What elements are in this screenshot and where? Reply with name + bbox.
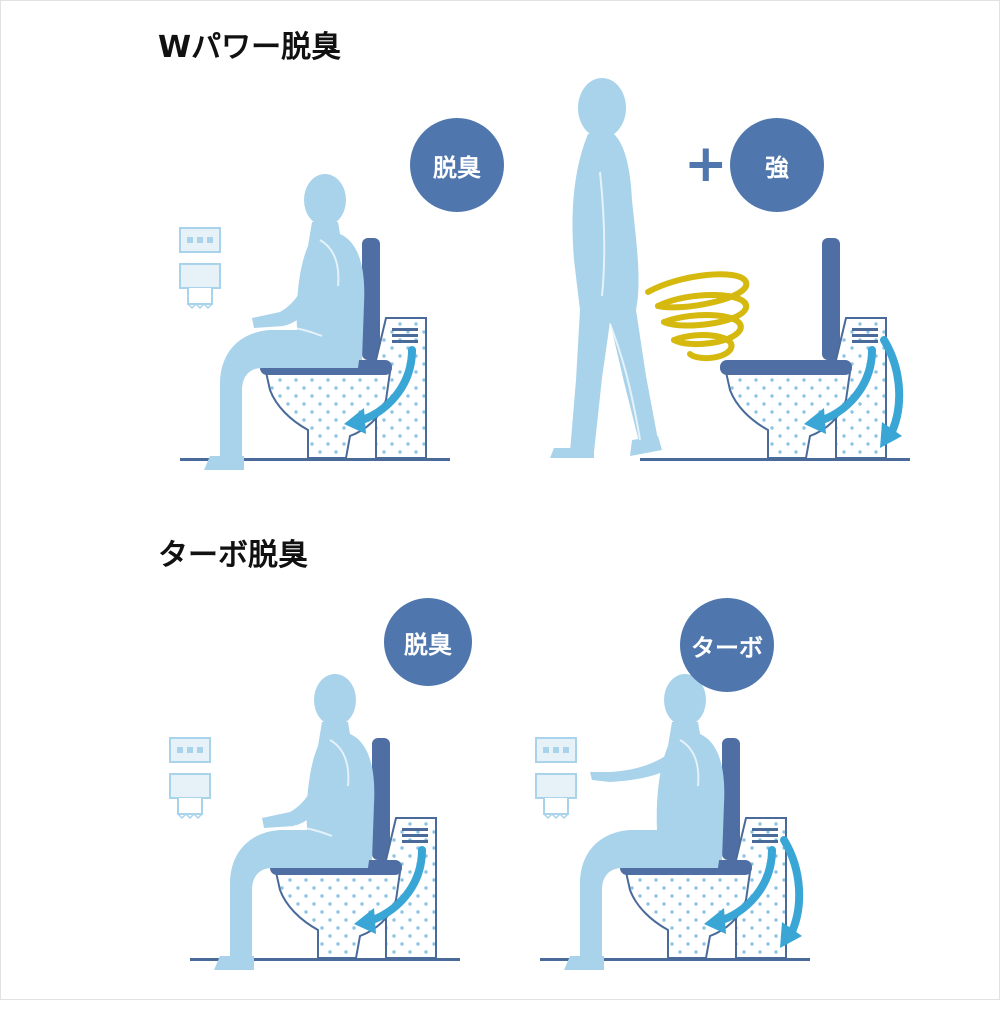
badge-label: 強 xyxy=(765,153,789,182)
illustration-seated-turbo xyxy=(535,674,811,970)
illustration-standing-strong-deodorize xyxy=(550,78,911,462)
scene-turbo-seated xyxy=(530,660,850,1020)
badge-label: 脱臭 xyxy=(404,630,452,659)
section-title-turbo-deodorize: ターボ脱臭 xyxy=(158,538,308,573)
section-title-w-power-deodorize: Wパワー脱臭 xyxy=(158,30,342,65)
control-panel-icon xyxy=(535,737,577,819)
standing-person-icon xyxy=(550,78,662,458)
scene-deodorize-seated-2 xyxy=(160,660,480,1020)
seated-person-pointing-icon xyxy=(564,674,725,970)
badge-label: 脱臭 xyxy=(433,153,481,182)
scene-strong-deodorize-standing xyxy=(540,60,911,480)
control-panel-icon xyxy=(179,227,221,309)
badge-turbo: ターボ xyxy=(680,598,774,692)
control-panel-icon xyxy=(169,737,211,819)
illustration-seated-deodorize-2 xyxy=(169,673,461,971)
badge-strong: 強 xyxy=(730,118,824,212)
badge-deodorize: 脱臭 xyxy=(410,118,504,212)
odor-swirl-icon xyxy=(645,271,750,362)
badge-label: ターボ xyxy=(691,633,763,662)
plus-icon: + xyxy=(684,134,728,194)
badge-deodorize-2: 脱臭 xyxy=(384,598,472,686)
